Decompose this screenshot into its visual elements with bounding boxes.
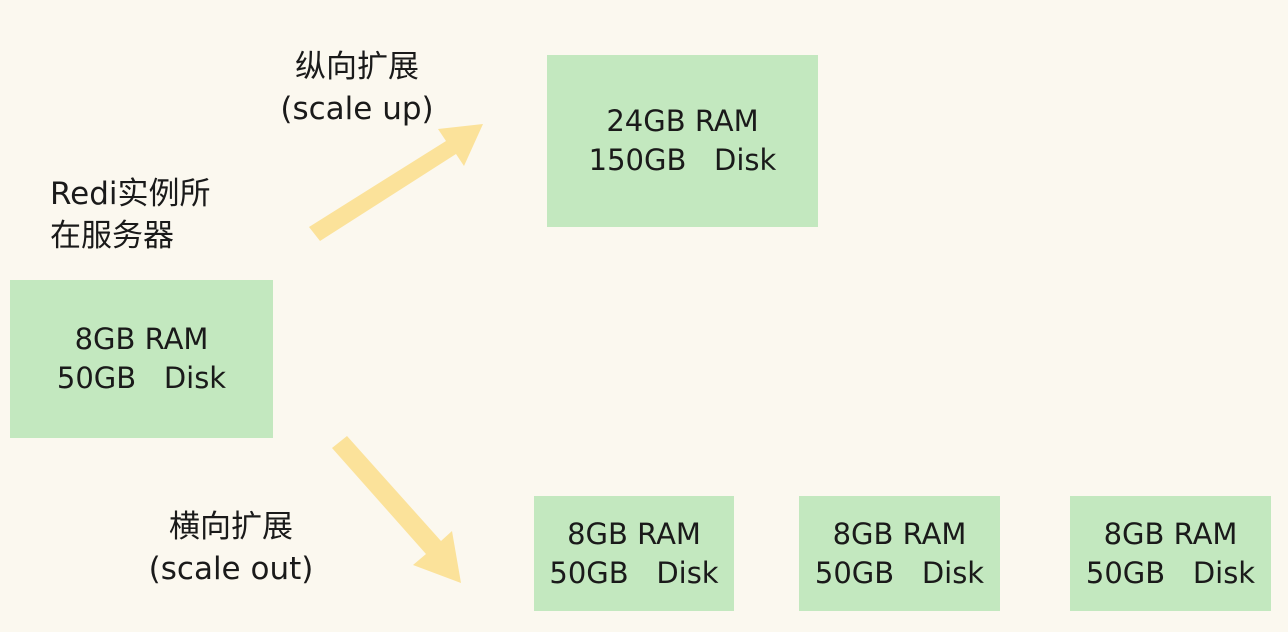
scaled-out-server-disk: 50GB Disk: [549, 555, 719, 590]
scale-up-subtitle: (scale up): [280, 91, 434, 127]
scaled-out-server-disk: 50GB Disk: [1085, 555, 1256, 590]
scale-up-arrow: [309, 124, 483, 241]
scaled-out-server-box: 8GB RAM 50GB Disk: [534, 496, 734, 611]
source-server-ram: 8GB RAM: [74, 322, 209, 356]
scaled-out-server-ram: 8GB RAM: [567, 516, 701, 551]
scaled-out-server-disk: 50GB Disk: [814, 555, 985, 590]
scaled-out-server-box: 8GB RAM 50GB Disk: [799, 496, 1000, 611]
scale-out-arrow: [332, 436, 461, 583]
scale-up-title: 纵向扩展: [295, 49, 419, 85]
source-server-box: 8GB RAM 50GB Disk: [10, 280, 273, 438]
source-server-disk: 50GB Disk: [56, 361, 227, 395]
server-label-line1: Redi实例所: [50, 176, 211, 212]
scaled-out-server-box: 8GB RAM 50GB Disk: [1070, 496, 1271, 611]
scaled-up-server-box: 24GB RAM 150GB Disk: [547, 55, 818, 227]
scaled-up-server-disk: 150GB Disk: [588, 143, 777, 177]
scale-up-label: 纵向扩展 (scale up): [272, 46, 442, 130]
server-label-line2: 在服务器: [50, 218, 174, 254]
scale-out-title: 横向扩展: [169, 509, 293, 545]
scaled-out-server-ram: 8GB RAM: [1103, 516, 1238, 551]
scaled-up-server-ram: 24GB RAM: [606, 104, 759, 138]
server-label: Redi实例所 在服务器: [50, 173, 211, 257]
scale-out-label: 横向扩展 (scale out): [136, 506, 326, 590]
scaled-out-server-ram: 8GB RAM: [832, 516, 967, 551]
scale-out-subtitle: (scale out): [148, 551, 314, 587]
